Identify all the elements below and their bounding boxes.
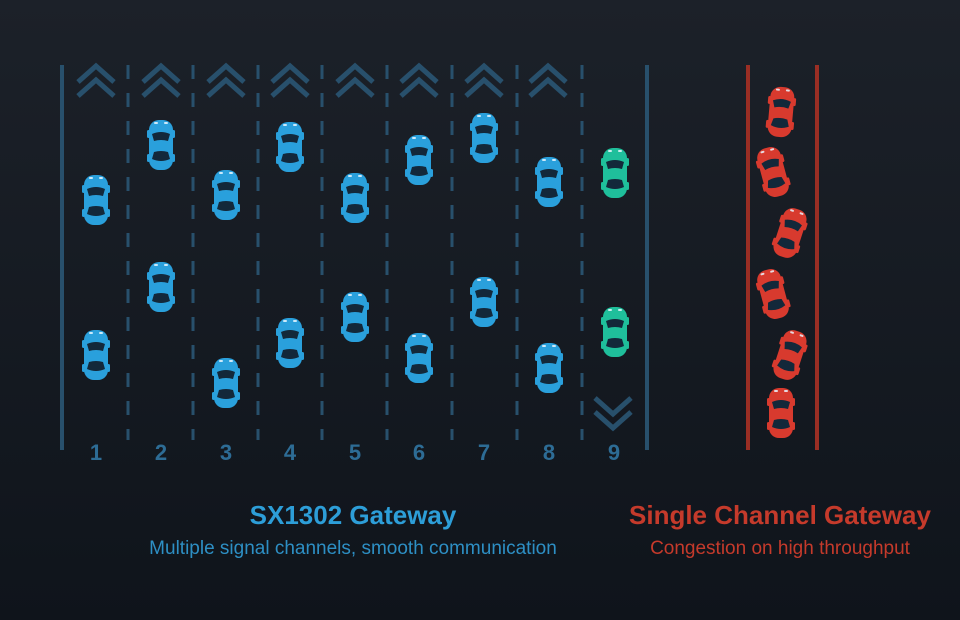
car-icon <box>341 292 369 342</box>
lane-number: 5 <box>349 440 361 465</box>
double-chevron-up-icon <box>337 66 373 96</box>
car-icon <box>147 262 175 312</box>
lane-number: 2 <box>155 440 167 465</box>
car-icon <box>276 122 304 172</box>
double-chevron-up-icon <box>143 66 179 96</box>
car-icon <box>470 277 498 327</box>
car-icon <box>764 85 798 139</box>
car-icon <box>768 204 812 262</box>
car-icon <box>405 135 433 185</box>
double-chevron-up-icon <box>466 66 502 96</box>
lane-number: 3 <box>220 440 232 465</box>
single-channel-gateway-subtitle: Congestion on high throughput <box>650 538 910 559</box>
car-icon <box>535 343 563 393</box>
lane-number: 8 <box>543 440 555 465</box>
car-icon <box>753 266 793 322</box>
lane-number: 9 <box>608 440 620 465</box>
sx1302-gateway-subtitle: Multiple signal channels, smooth communi… <box>149 538 557 559</box>
car-icon <box>470 113 498 163</box>
car-icon <box>82 175 110 225</box>
sx1302-gateway-title: SX1302 Gateway <box>249 500 457 530</box>
double-chevron-up-icon <box>208 66 244 96</box>
double-chevron-up-icon <box>401 66 437 96</box>
car-icon <box>82 330 110 380</box>
car-icon <box>768 326 812 384</box>
double-chevron-up-icon <box>530 66 566 96</box>
lane-number: 6 <box>413 440 425 465</box>
car-icon <box>212 358 240 408</box>
car-icon <box>601 148 629 198</box>
car-icon <box>767 388 795 438</box>
car-icon <box>405 333 433 383</box>
lane-number: 1 <box>90 440 102 465</box>
car-icon <box>601 307 629 357</box>
car-icon <box>535 157 563 207</box>
lane-number: 7 <box>478 440 490 465</box>
double-chevron-up-icon <box>272 66 308 96</box>
car-icon <box>341 173 369 223</box>
double-chevron-down-icon <box>595 398 631 428</box>
car-icon <box>147 120 175 170</box>
double-chevron-up-icon <box>78 66 114 96</box>
car-icon <box>212 170 240 220</box>
lane-number: 4 <box>284 440 297 465</box>
single-channel-gateway-title: Single Channel Gateway <box>629 500 931 530</box>
car-icon <box>276 318 304 368</box>
car-icon <box>753 144 793 200</box>
